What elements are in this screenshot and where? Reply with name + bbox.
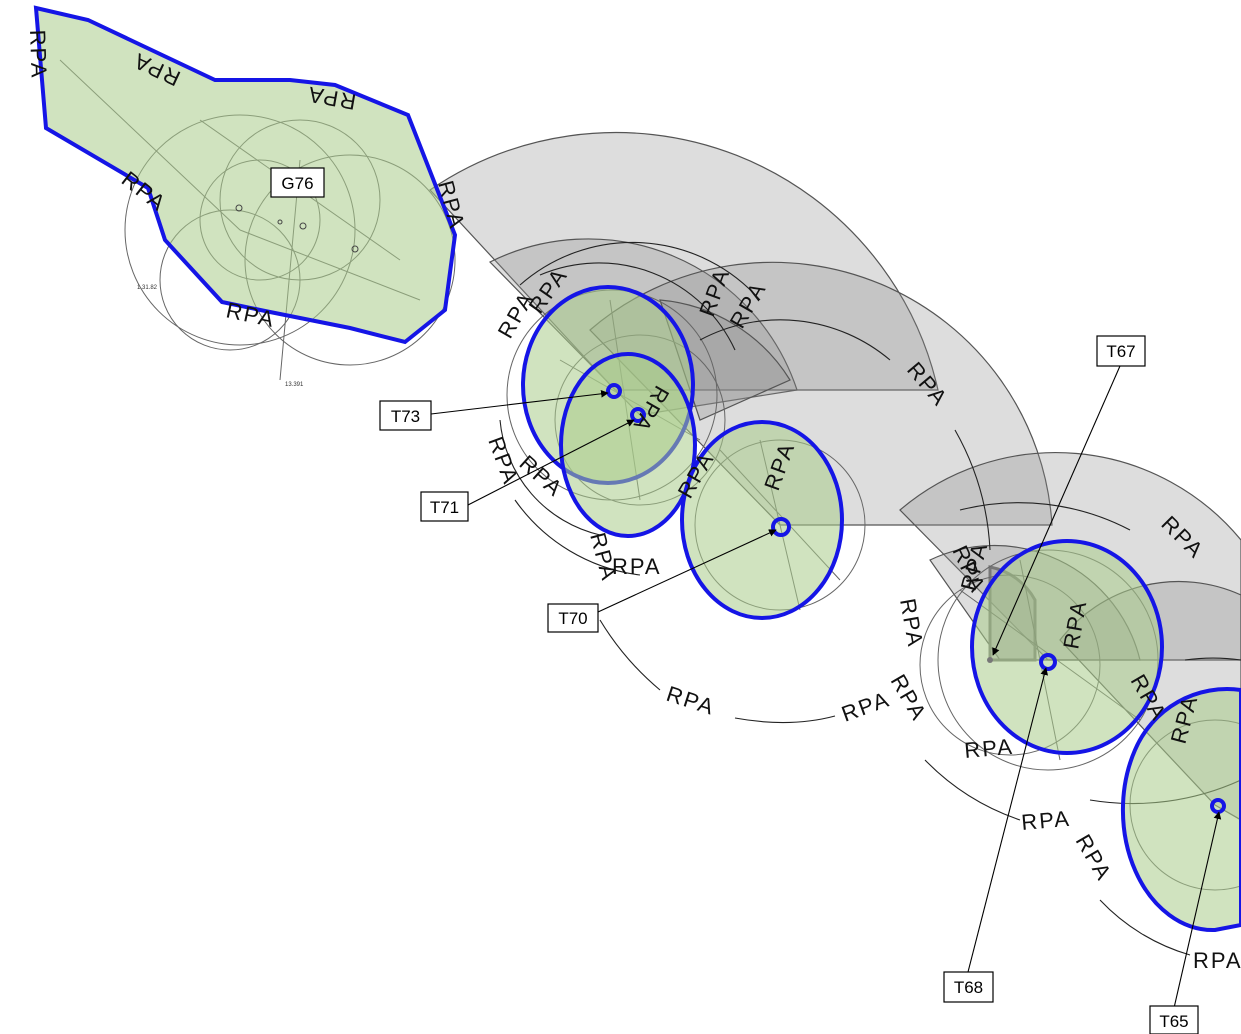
leader-t70 [597, 529, 777, 613]
rpa-arc-t68-top [959, 502, 1131, 531]
rpa-label-24: RPA [895, 597, 928, 650]
stem-t70 [771, 517, 791, 537]
leader-t65 [1173, 811, 1222, 1009]
rpa-arc-t71-top [539, 262, 736, 351]
label-t70: T70 [547, 603, 599, 633]
rpa-arc-t73-left [499, 419, 601, 536]
leader-t73 [430, 389, 609, 415]
crown-t65 [1120, 687, 1241, 933]
crown-t70 [680, 420, 844, 620]
label-t70-text: T70 [558, 609, 587, 628]
crown-outlines [33, 5, 1241, 933]
stem-t71 [630, 407, 646, 423]
rpa-label-32: RPA [1193, 948, 1241, 973]
leader-lines [430, 365, 1222, 1009]
rpa-arc-t70-left [599, 619, 661, 691]
rpa-label-19: RPA [663, 681, 718, 720]
rpa-label-30: RPA [1071, 830, 1117, 885]
rpa-arc-t68-bottom [924, 759, 1021, 821]
stem-g76-a [277, 219, 283, 225]
small-label-2: 13.391 [285, 382, 304, 388]
rpa-arc-t70-right [954, 429, 991, 551]
rpa-label-28: RPA [963, 734, 1015, 763]
label-t71: T71 [420, 491, 469, 522]
rpa-arc-t70-top [699, 319, 891, 361]
label-t73-text: T73 [391, 407, 420, 426]
label-t67: T67 [1096, 335, 1146, 367]
rpa-arc-t73-top [519, 241, 761, 301]
stem-g76-c [351, 245, 359, 253]
stem-g76-d [235, 204, 243, 212]
leader-t71 [467, 419, 635, 506]
stem-t67 [987, 657, 993, 663]
small-label-1: 1.31.82 [137, 285, 158, 291]
rpa-label-1: RPA [25, 29, 52, 79]
label-t65: T65 [1149, 1005, 1199, 1034]
label-t67-text: T67 [1106, 342, 1135, 361]
label-g76-text: G76 [281, 174, 313, 193]
crown-t71 [559, 352, 697, 538]
label-t68-text: T68 [954, 978, 983, 997]
shadow-t70 [589, 261, 1053, 526]
rpa-label-29: RPA [1020, 806, 1072, 835]
label-t68: T68 [943, 971, 994, 1003]
label-g76: G76 [270, 167, 325, 198]
leader-t68 [967, 667, 1049, 973]
rpa-label-25: RPA [886, 670, 932, 725]
label-t71-text: T71 [430, 498, 459, 517]
label-t65-text: T65 [1159, 1012, 1188, 1031]
rpa-arc-t65-top [1184, 657, 1241, 661]
label-t73: T73 [379, 400, 432, 431]
leader-t67 [992, 365, 1121, 656]
rpa-label-17: RPA [612, 554, 662, 579]
rpa-label-20: RPA [838, 686, 893, 726]
rpa-arc-t71-bottom [514, 499, 641, 576]
rpa-arc-t70-bottom [734, 715, 836, 724]
tree-labels: G76 T73 T71 T70 T67 T68 T65 [270, 167, 1199, 1034]
rpa-arc-t65-bottom [1099, 899, 1191, 956]
crown-g76 [33, 5, 458, 345]
stem-g76-b [299, 222, 307, 230]
